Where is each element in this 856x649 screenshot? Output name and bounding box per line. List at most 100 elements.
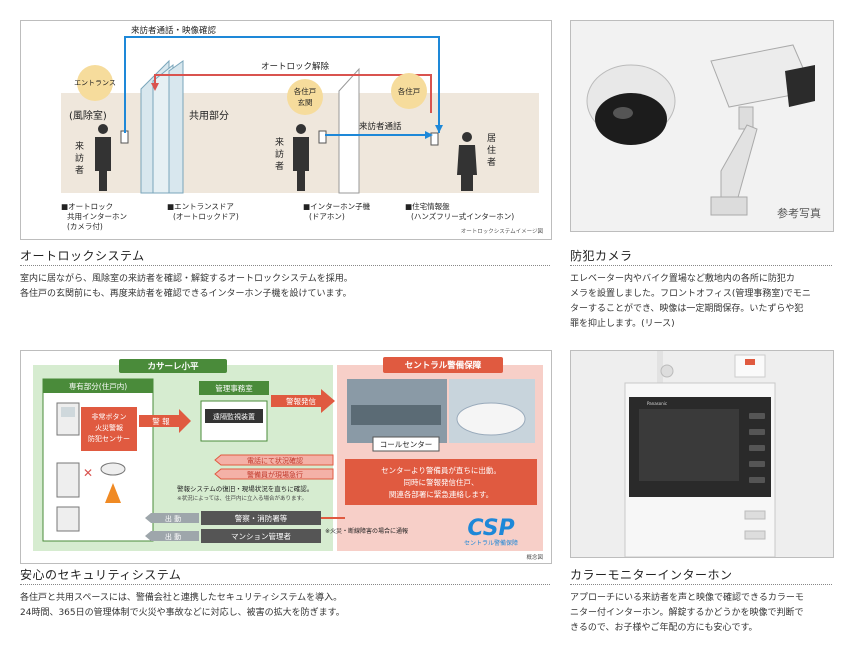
svg-text:警報発信: 警報発信	[286, 396, 316, 406]
intercom-buttons	[749, 413, 765, 483]
visitor-person-icon	[95, 124, 111, 191]
autolock-divider	[20, 265, 550, 266]
camera-photo: 参考写真	[586, 44, 821, 220]
svg-text:玄関: 玄関	[298, 97, 313, 107]
dome-camera-icon	[586, 64, 676, 145]
svg-text:専有部分(住戸内): 専有部分(住戸内)	[69, 381, 127, 391]
alarm-send-arrow	[271, 389, 335, 413]
csp-logo-subtitle: セントラル警備保障	[464, 539, 518, 547]
svg-text:概念図: 概念図	[526, 553, 543, 561]
svg-text:※火災・断線障害の場合に通報: ※火災・断線障害の場合に通報	[325, 527, 408, 535]
red-route-line	[154, 74, 432, 113]
blue-route-line	[124, 36, 440, 133]
dispatch-police-arrow	[145, 513, 199, 523]
svg-text:■オートロック: ■オートロック	[61, 202, 113, 211]
casale-kodaira-header	[119, 359, 227, 373]
svg-text:訪: 訪	[275, 148, 284, 160]
resident-person-icon	[457, 132, 477, 191]
dispatch-manager-arrow	[145, 531, 199, 541]
svg-text:■エントランスドア: ■エントランスドア	[167, 202, 234, 211]
svg-text:マンション管理者: マンション管理者	[231, 531, 291, 541]
svg-text:警備員が現場急行: 警備員が現場急行	[247, 470, 303, 479]
camera-title: 防犯カメラ	[570, 249, 633, 263]
smoke-detector-icon	[100, 462, 126, 476]
monitor-title: カラーモニターインターホン	[570, 568, 733, 582]
camera-divider	[570, 265, 832, 266]
svg-text:者: 者	[75, 165, 84, 176]
central-security-header	[383, 357, 503, 373]
security-diagram-panel: カサーレ小平 専有部分(住戸内) ✕ 非常ボタン 火災警報 防犯センサー 警 報…	[20, 350, 552, 564]
top-route-label: 来訪者通話・映像確認	[131, 25, 217, 36]
svg-text:(風除室): (風除室)	[69, 109, 107, 122]
svg-text:電話にて状況確認: 電話にて状況確認	[247, 456, 303, 465]
camera-photo-panel: 参考写真	[570, 20, 834, 232]
door-intercom-icon	[318, 130, 327, 144]
svg-text:■インターホン子機: ■インターホン子機	[303, 201, 371, 211]
fire-icon	[105, 483, 121, 503]
svg-text:センターより警備員が直ちに出動。: センターより警備員が直ちに出動。	[381, 465, 501, 475]
alarm-arrow	[139, 409, 191, 433]
svg-text:オートロックシステムイメージ図: オートロックシステムイメージ図	[461, 228, 544, 235]
autolock-title: オートロックシステム	[20, 249, 145, 263]
svg-text:防犯センサー: 防犯センサー	[88, 434, 130, 443]
svg-text:共用部分: 共用部分	[189, 109, 229, 122]
unit-panel-icon	[430, 132, 439, 146]
intrusion-icon: ✕	[83, 466, 93, 480]
svg-text:火災警報: 火災警報	[95, 423, 123, 432]
svg-text:非常ボタン: 非常ボタン	[92, 412, 127, 421]
svg-text:共用インターホン: 共用インターホン	[67, 212, 127, 221]
security-divider	[20, 584, 550, 585]
svg-text:関連各部署に緊急連絡します。: 関連各部署に緊急連絡します。	[389, 489, 493, 499]
svg-text:(ハンズフリー式インターホン): (ハンズフリー式インターホン)	[411, 211, 514, 221]
autolock-diagram-panel: 来訪者通話・映像確認 オートロック解除 来訪者通話 エントランス 各住戸 玄関 …	[20, 20, 552, 240]
svg-text:者: 者	[275, 161, 284, 172]
reference-photo-label: 参考写真	[777, 206, 821, 220]
svg-text:出 動: 出 動	[165, 514, 181, 523]
visitor-person-icon	[293, 124, 309, 191]
svg-text:訪: 訪	[75, 152, 84, 164]
svg-text:※状況によっては、住戸内に立入る場合があります。: ※状況によっては、住戸内に立入る場合があります。	[177, 494, 307, 502]
svg-text:警 報: 警 報	[152, 416, 170, 426]
autolock-description: 室内に居ながら、風除室の来訪者を確認・解錠するオートロックシステムを採用。 各住…	[20, 274, 353, 299]
svg-text:来: 来	[75, 141, 84, 152]
svg-text:遠隔監視装置: 遠隔監視装置	[213, 412, 255, 421]
door-circle	[287, 79, 323, 115]
svg-text:(オートロックドア): (オートロックドア)	[173, 212, 239, 221]
guard-rush-arrow	[214, 468, 334, 480]
svg-text:来: 来	[275, 137, 284, 148]
svg-text:居: 居	[487, 133, 496, 144]
monitor-description: アプローチにいる来訪者を声と映像で確認できるカラーモ ニター付インターホン。解錠…	[570, 593, 804, 633]
intercom-brand-label: Panasonic	[647, 401, 667, 406]
intercom-photo: Panasonic	[571, 351, 833, 557]
intercom-screen	[639, 409, 739, 481]
csp-logo: CSP	[467, 516, 514, 541]
svg-text:各住戸: 各住戸	[398, 86, 421, 96]
svg-text:カサーレ小平: カサーレ小平	[147, 361, 199, 372]
svg-text:■住宅情報盤: ■住宅情報盤	[405, 201, 450, 211]
entrance-circle	[77, 65, 113, 101]
unlock-label: オートロック解除	[261, 61, 330, 72]
security-title: 安心のセキュリティシステム	[20, 568, 182, 582]
monitor-divider	[570, 584, 832, 585]
camera-description: エレベーター内やバイク置場など敷地内の各所に防犯カ メラを設置しました。フロント…	[570, 274, 811, 329]
svg-text:管理事務室: 管理事務室	[215, 383, 253, 393]
svg-text:者: 者	[487, 157, 496, 168]
phone-confirm-arrow	[214, 454, 334, 466]
security-description: 各住戸と共用スペースには、警備会社と連携したセキュリティシステムを導入。 24時…	[20, 593, 345, 618]
unit-circle	[391, 73, 427, 109]
autolock-diagram: 来訪者通話・映像確認 オートロック解除 来訪者通話 エントランス 各住戸 玄関 …	[61, 25, 544, 235]
svg-text:住: 住	[487, 144, 496, 156]
box-camera-icon	[710, 44, 815, 216]
svg-text:警察・消防署等: 警察・消防署等	[235, 513, 288, 523]
svg-text:警報システムの復旧・現場状況を直ちに確認。: 警報システムの復旧・現場状況を直ちに確認。	[177, 484, 313, 493]
svg-text:各住戸: 各住戸	[294, 86, 317, 96]
visitor-call-label: 来訪者通話	[359, 121, 402, 132]
svg-text:同時に警報発信住戸、: 同時に警報発信住戸、	[404, 477, 479, 487]
svg-text:エントランス: エントランス	[74, 79, 116, 87]
monitor-photo-panel: Panasonic	[570, 350, 834, 558]
svg-text:セントラル警備保障: セントラル警備保障	[405, 360, 482, 371]
svg-text:(カメラ付): (カメラ付)	[67, 221, 103, 231]
svg-text:出 動: 出 動	[165, 532, 181, 541]
window-sensor-icon	[56, 462, 80, 498]
security-diagram: カサーレ小平 専有部分(住戸内) ✕ 非常ボタン 火災警報 防犯センサー 警 報…	[33, 357, 543, 561]
